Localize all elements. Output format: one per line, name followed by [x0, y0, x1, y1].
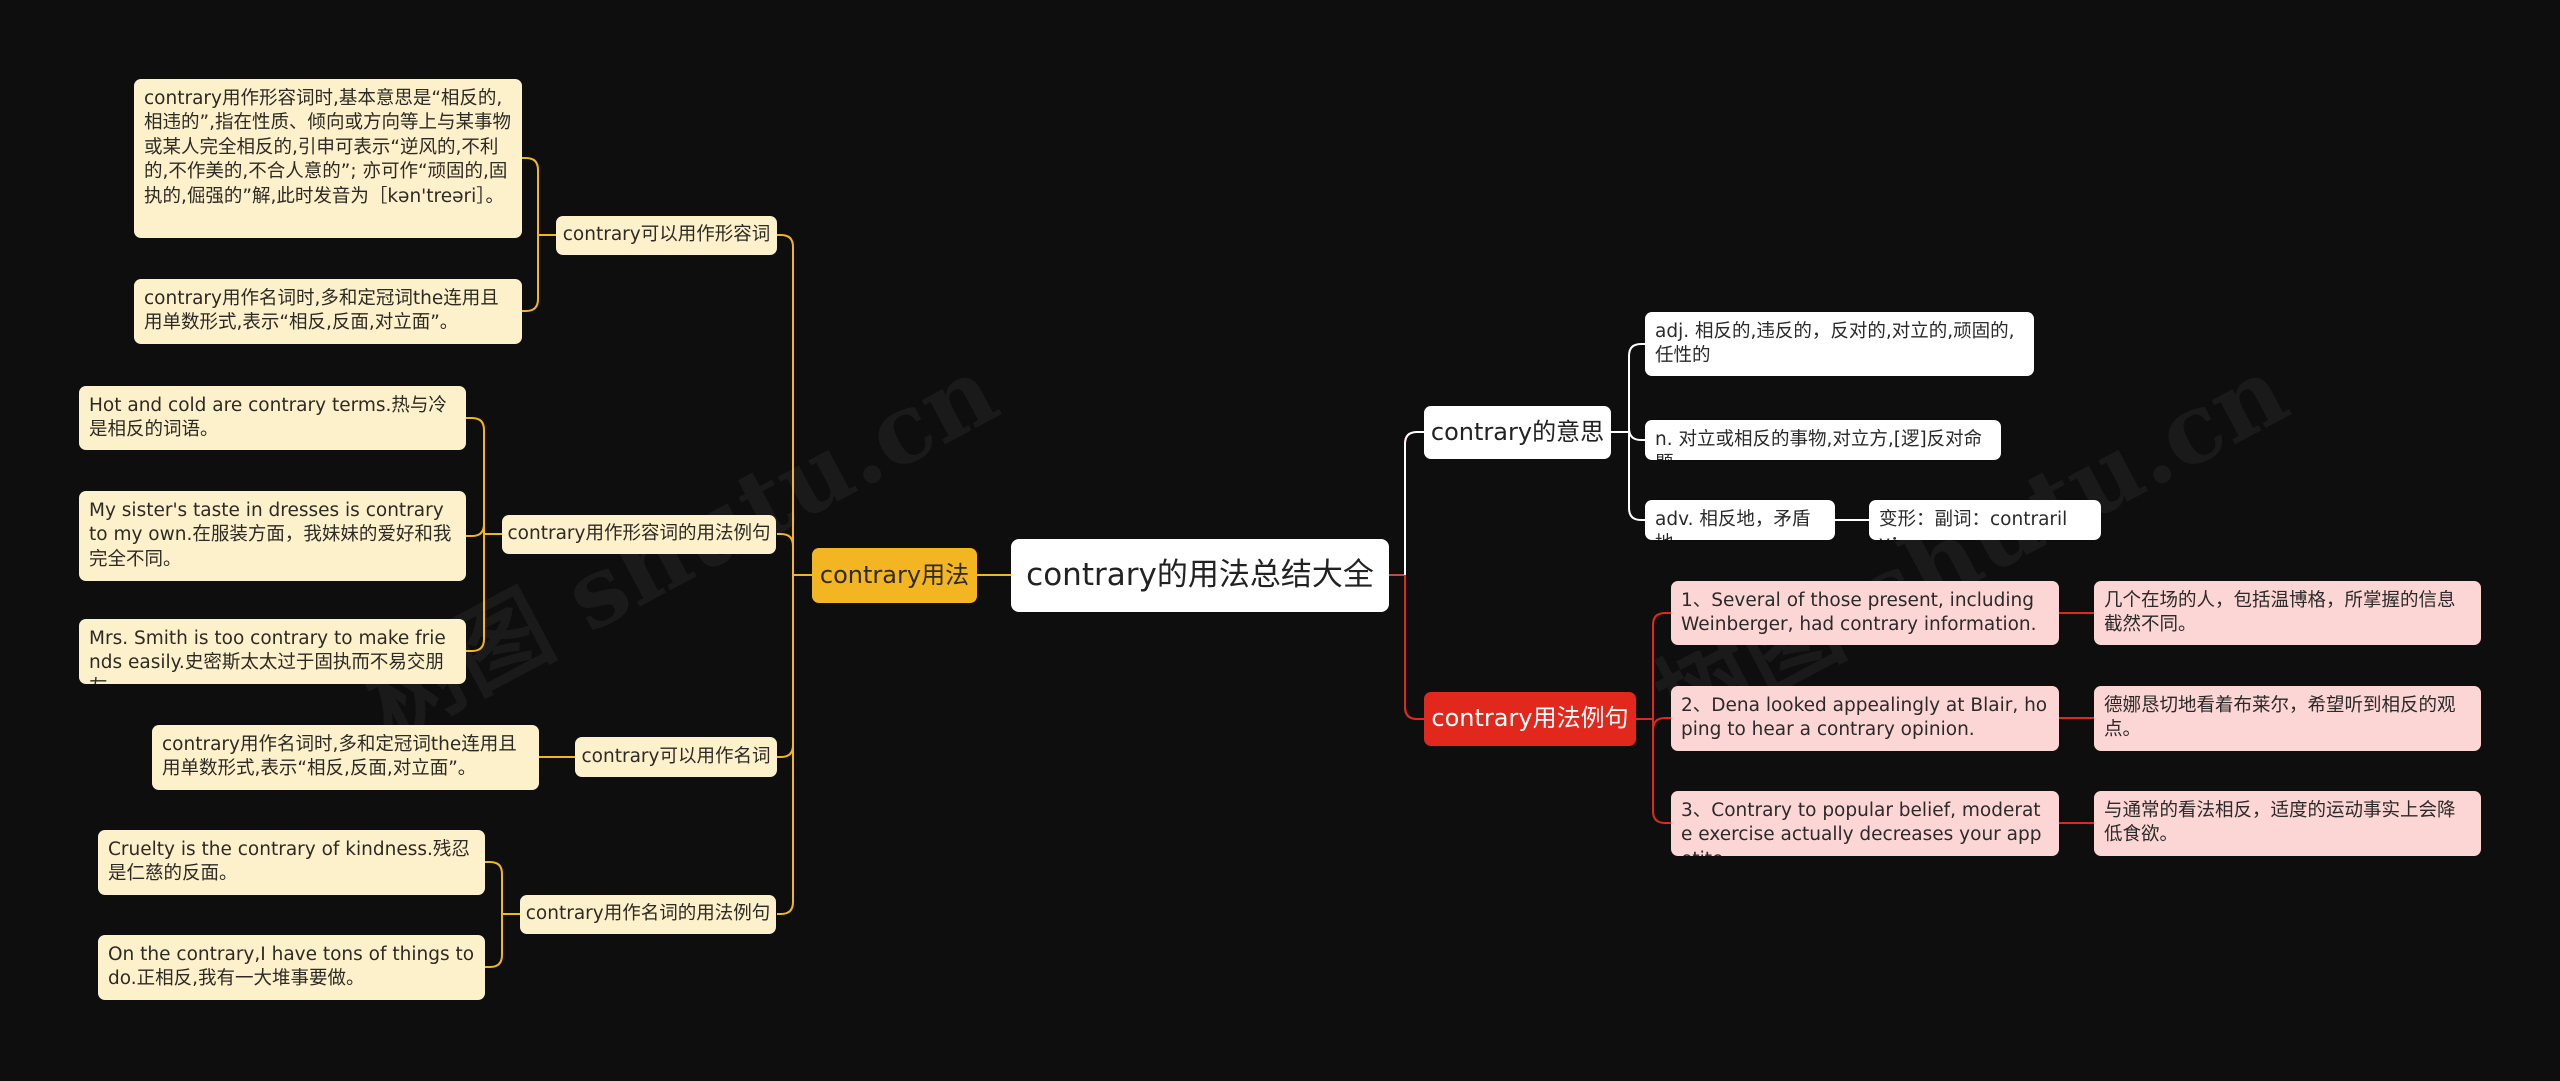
connector-line [466, 523, 485, 537]
connector-line [1628, 427, 1645, 441]
topic-noun[interactable]: contrary可以用作名词 [575, 737, 777, 777]
leaf-noun-example-1[interactable]: Cruelty is the contrary of kindness.残忍是仁… [98, 830, 485, 895]
connector-line [466, 534, 485, 652]
meaning-adj[interactable]: adj. 相反的,违反的，反对的,对立的,顽固的,任性的 [1645, 312, 2034, 376]
example-1-en[interactable]: 1、Several of those present, including We… [1671, 581, 2059, 645]
connector-line [1404, 575, 1424, 720]
branch-usage-examples[interactable]: contrary用法例句 [1424, 692, 1636, 746]
connector-line [1404, 431, 1424, 575]
example-1-zh[interactable]: 几个在场的人，包括温博格，所掌握的信息截然不同。 [2094, 581, 2481, 645]
connector-line [1652, 612, 1671, 719]
topic-adj-examples[interactable]: contrary用作形容词的用法例句 [502, 515, 776, 554]
connector-line [1404, 431, 1424, 575]
connector-line [777, 575, 794, 915]
example-3-en[interactable]: 3、Contrary to popular belief, moderate e… [1671, 791, 2059, 856]
connector-line [777, 533, 794, 575]
branch-contrary-usage[interactable]: contrary用法 [812, 548, 977, 603]
leaf-adj-example-3[interactable]: Mrs. Smith is too contrary to make frien… [79, 619, 466, 684]
connector-line [1404, 575, 1424, 720]
leaf-adj-noun-desc[interactable]: contrary用作名词时,多和定冠词the连用且用单数形式,表示“相反,反面,… [134, 279, 522, 344]
connector-line [1652, 717, 1671, 731]
connector-line [485, 861, 503, 914]
meaning-adv[interactable]: adv. 相反地，矛盾地 [1645, 500, 1835, 540]
meaning-variant[interactable]: 变形：副词：contrarily； [1869, 500, 2101, 540]
branch-meaning[interactable]: contrary的意思 [1424, 406, 1611, 459]
leaf-adj-example-1[interactable]: Hot and cold are contrary terms.热与冷是相反的词… [79, 386, 466, 450]
example-2-zh[interactable]: 德娜恳切地看着布莱尔，希望听到相反的观点。 [2094, 686, 2481, 751]
connector-line [777, 234, 794, 575]
connector-line [1628, 432, 1645, 521]
connector-line [485, 914, 503, 968]
leaf-adj-desc[interactable]: contrary用作形容词时,基本意思是“相反的,相违的”,指在性质、倾向或方向… [134, 79, 522, 238]
connector-line [522, 235, 539, 312]
leaf-noun-example-2[interactable]: On the contrary,I have tons of things to… [98, 935, 485, 1000]
meaning-noun[interactable]: n. 对立或相反的事物,对立方,[逻]反对命题 [1645, 420, 2001, 460]
topic-adj[interactable]: contrary可以用作形容词 [556, 216, 777, 255]
leaf-adj-example-2[interactable]: My sister's taste in dresses is contrary… [79, 491, 466, 581]
connector-line [522, 157, 539, 235]
example-2-en[interactable]: 2、Dena looked appealingly at Blair, hopi… [1671, 686, 2059, 751]
example-3-zh[interactable]: 与通常的看法相反，适度的运动事实上会降低食欲。 [2094, 791, 2481, 856]
connector-line [466, 417, 485, 534]
connector-line [1628, 343, 1645, 432]
leaf-noun-desc[interactable]: contrary用作名词时,多和定冠词the连用且用单数形式,表示“相反,反面,… [152, 725, 539, 790]
root-topic[interactable]: contrary的用法总结大全 [1011, 539, 1389, 612]
topic-noun-examples[interactable]: contrary用作名词的用法例句 [520, 895, 776, 934]
connector-line [777, 575, 794, 758]
connector-line [1652, 719, 1671, 824]
